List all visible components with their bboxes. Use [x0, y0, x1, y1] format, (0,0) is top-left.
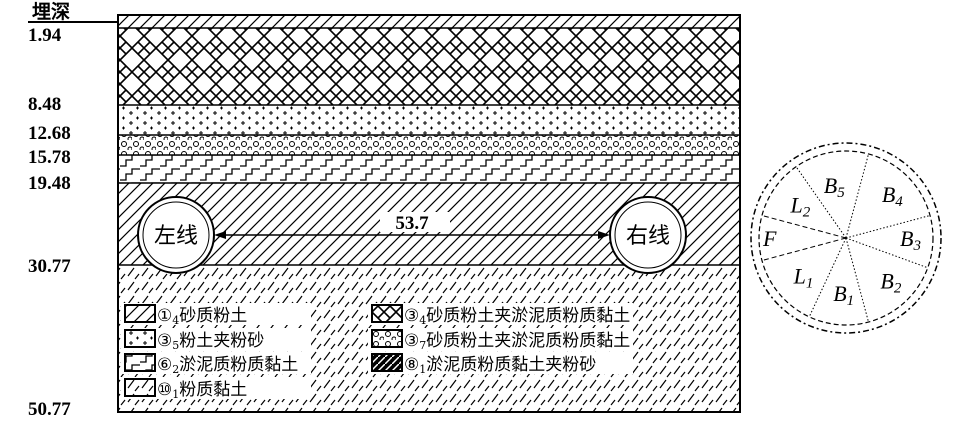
segment-divider — [795, 166, 847, 239]
layer-1-4 — [118, 15, 740, 28]
segment-label: L2 — [789, 193, 810, 221]
legend: ①4砂质粉土 ③4砂质粉土夹淤泥质粉质黏土 ③5粉土夹粉砂 ③7砂质粉土夹淤泥质粉质黏… — [121, 303, 633, 401]
depth-label: 50.77 — [28, 399, 71, 420]
legend-swatch — [124, 378, 156, 397]
segment-divider — [845, 237, 870, 323]
segment-divider — [845, 237, 928, 269]
legend-item: ⑧1淤泥质粉质黏土夹粉砂 — [368, 352, 633, 376]
legend-swatch — [371, 304, 403, 323]
legend-label: ⑧1淤泥质粉质黏土夹粉砂 — [404, 355, 596, 376]
depth-label: 15.78 — [28, 147, 71, 168]
legend-label: ⑥2淤泥质粉质黏土 — [157, 355, 298, 376]
legend-swatch — [371, 329, 403, 348]
legend-item: ①4砂质粉土 — [121, 303, 311, 327]
segment-label: B2 — [880, 268, 901, 296]
layer-3-7 — [118, 135, 740, 155]
segment-label: B1 — [833, 281, 854, 309]
tunnel-left: 左线 — [137, 196, 215, 274]
tunnel-right: 右线 — [609, 196, 687, 274]
segment-divider — [761, 237, 847, 262]
segment-label: F — [762, 226, 777, 251]
depth-label: 19.48 — [28, 173, 71, 194]
segment-label: B4 — [882, 182, 903, 210]
distance-label: 53.7 — [395, 213, 429, 234]
legend-label: ⑩1粉质黏土 — [157, 380, 247, 401]
depth-labels: 1.94 8.48 12.68 15.78 19.48 30.77 50.77 — [28, 25, 71, 420]
legend-item: ③4砂质粉土夹淤泥质粉质黏土 — [368, 303, 633, 327]
segment-label: L1 — [793, 263, 814, 291]
legend-item: ⑥2淤泥质粉质黏土 — [121, 352, 311, 376]
legend-label: ③7砂质粉土夹淤泥质粉质黏土 — [404, 331, 630, 352]
layer-3-4 — [118, 28, 740, 105]
depth-header: 埋深 — [32, 0, 70, 23]
layer-6-2 — [118, 155, 740, 183]
legend-label: ③5粉土夹粉砂 — [157, 331, 264, 352]
depth-label: 12.68 — [28, 123, 71, 144]
legend-item: ⑩1粉质黏土 — [121, 377, 311, 401]
strata — [117, 14, 741, 413]
segment-divider — [808, 237, 847, 318]
segment-divider — [845, 153, 870, 239]
legend-swatch — [371, 353, 403, 372]
legend-swatch — [124, 304, 156, 323]
legend-item: ③7砂质粉土夹淤泥质粉质黏土 — [368, 328, 633, 352]
legend-label: ①4砂质粉土 — [157, 306, 247, 327]
legend-label: ③4砂质粉土夹淤泥质粉质黏土 — [404, 306, 630, 327]
segment-divider — [761, 214, 847, 239]
tunnel-left-label: 左线 — [154, 224, 198, 249]
legend-swatch — [124, 329, 156, 348]
segment-label: B5 — [824, 173, 845, 201]
depth-label: 30.77 — [28, 256, 71, 277]
depth-label: 8.48 — [28, 94, 61, 115]
legend-item: ③5粉土夹粉砂 — [121, 328, 311, 352]
depth-label: 1.94 — [28, 25, 62, 46]
segment-divider — [845, 214, 931, 239]
tunnel-right-label: 右线 — [626, 224, 670, 249]
segment-label: B3 — [900, 226, 921, 254]
legend-swatch — [124, 353, 156, 372]
distance-dimension: 53.7 — [214, 212, 610, 239]
layer-3-5 — [118, 105, 740, 135]
